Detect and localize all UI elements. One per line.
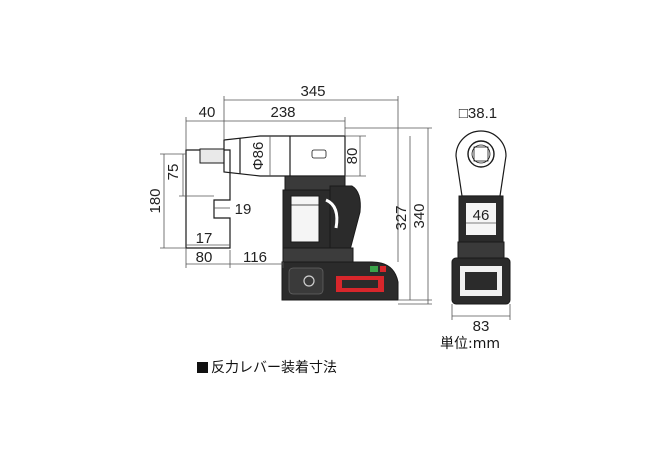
dim-19: 19 <box>235 201 252 218</box>
front-view-tool <box>451 130 511 305</box>
dim-340: 340 <box>411 203 428 228</box>
square-drive <box>199 148 225 164</box>
dim-40: 40 <box>199 104 216 121</box>
dim-180: 180 <box>147 188 164 213</box>
tool-head <box>223 135 346 177</box>
dim-83: 83 <box>473 318 490 335</box>
dim-80-arm: 80 <box>196 249 213 266</box>
caption-square-icon <box>197 362 208 373</box>
side-view-tool <box>185 135 399 301</box>
caption-text: 反力レバー装着寸法 <box>211 360 337 376</box>
dim-75: 75 <box>165 164 182 181</box>
dim-square-38: □38.1 <box>459 105 497 122</box>
dim-238: 238 <box>270 104 295 121</box>
dim-17: 17 <box>196 230 213 247</box>
battery-pack <box>281 261 399 301</box>
dim-345: 345 <box>300 83 325 100</box>
figure-caption: 反力レバー装着寸法 <box>197 357 337 377</box>
front-head <box>455 130 507 197</box>
reaction-arm <box>185 149 231 249</box>
unit-label: 単位:mm <box>440 336 500 352</box>
dim-116: 116 <box>243 249 267 266</box>
tool-handle <box>329 185 361 251</box>
dim-80-head: 80 <box>344 148 361 165</box>
dim-46: 46 <box>473 207 490 224</box>
dim-phi86: Φ86 <box>250 142 267 171</box>
dimension-lines <box>160 96 511 320</box>
dim-327: 327 <box>393 205 410 230</box>
